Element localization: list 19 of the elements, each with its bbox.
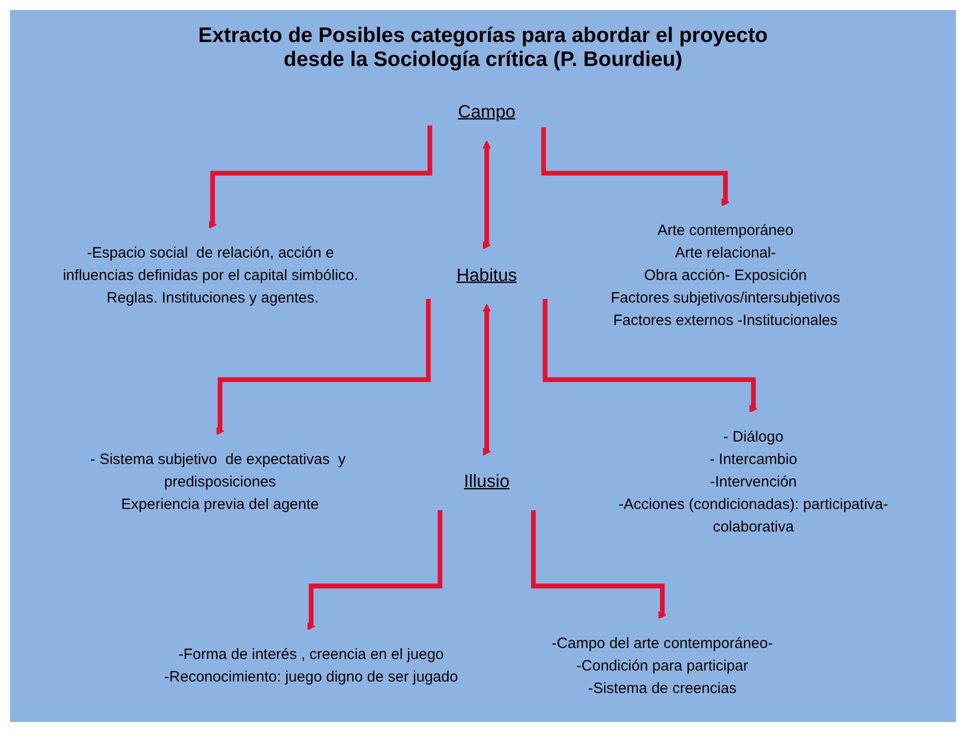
arrow	[542, 298, 758, 413]
node-text: -Espacio social de relación, acción e influencias definidas por el capital simbólico. Reglas. Instituciones y agentes.	[62, 245, 358, 306]
arrow	[482, 140, 491, 250]
arrow	[216, 298, 431, 436]
node-text: -Forma de interés , creencia en el juego -Reconocimiento: juego digno de ser jugado	[164, 646, 458, 686]
title: Extracto de Posibles categorías para abordar el proyecto desde la Sociología crítica (P. Bourdieu)	[197, 24, 769, 72]
arrow	[208, 125, 432, 229]
node-text: - Sistema subjetivo de expectativas y predisposiciones Experiencia previa del agente	[90, 452, 346, 513]
arrow	[531, 510, 666, 620]
arrow	[541, 127, 730, 206]
node-text: Habitus	[456, 266, 517, 286]
node-text: Arte contemporáneo Arte relacional- Obra acción- Exposición Factores subjetivos/intersubjetivos Factores externos -Institucionales	[610, 222, 840, 329]
arrow	[306, 510, 442, 630]
slide-background: Extracto de Posibles categorías para abordar el proyecto desde la Sociología crítica (P. Bourdieu) Campo -Espacio social de relación, acción e influencias definidas por el capital simbólico. Reglas. Instituciones y agentes. Habitus Arte contemporáneo Arte relacional- Obra acción- Exposición Factores subjetivos/intersubjetivos Factores externos -Institucionales - Sistema subjetivo de expectativas y predisposiciones Experiencia previa del agente Illusio - Diálogo - Intercambio -Intervención -Acciones (condicionadas): participativa-colaborativa -Forma de interés , creencia en el juego -Reconocimiento: juego digno de ser jugado -Campo del arte contemporáneo- -Condición para participar -Sistema de creencias	[10, 10, 956, 722]
node-text: -Campo del arte contemporáneo- -Condición para participar -Sistema de creencias	[552, 636, 773, 697]
node-text: Campo	[458, 102, 516, 122]
node-text: - Diálogo - Intercambio -Intervención -Acciones (condicionadas): participativa-colaborativa	[618, 429, 888, 536]
arrow	[482, 304, 491, 456]
node-text: Illusio	[464, 472, 510, 492]
